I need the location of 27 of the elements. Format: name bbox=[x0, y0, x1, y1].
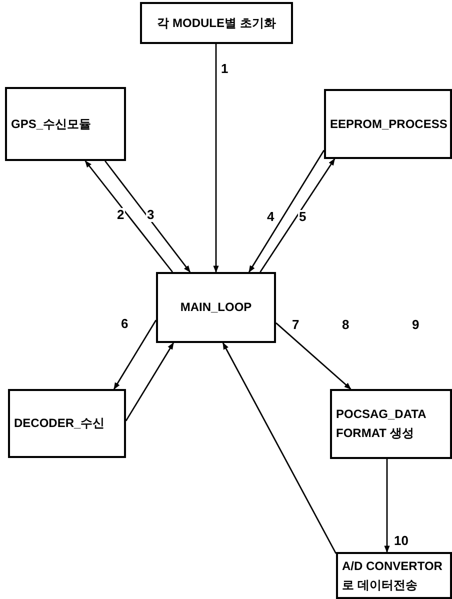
edge-label: 4 bbox=[266, 210, 276, 224]
process-box: DECODER_수신 bbox=[8, 389, 126, 458]
arrow bbox=[222, 342, 337, 554]
arrow bbox=[276, 322, 352, 390]
arrow bbox=[84, 160, 174, 272]
edge-label: 5 bbox=[298, 210, 308, 224]
step-number: 8 bbox=[341, 318, 350, 332]
arrow bbox=[213, 44, 219, 273]
arrow bbox=[248, 150, 325, 273]
process-box: GPS_수신모듈 bbox=[5, 87, 126, 161]
arrow bbox=[384, 459, 390, 553]
edge-label: 3 bbox=[146, 208, 156, 222]
edge-label: 10 bbox=[393, 534, 410, 548]
process-box: A/D CONVERTOR로 데이터전송 bbox=[336, 552, 452, 599]
arrow bbox=[104, 160, 191, 273]
arrow bbox=[125, 342, 174, 422]
edge-label: 6 bbox=[120, 317, 130, 331]
edge-label: 2 bbox=[116, 208, 126, 222]
arrow bbox=[113, 320, 157, 390]
process-box: POCSAG_DATA FORMAT 생성 bbox=[330, 389, 452, 459]
edge-label: 1 bbox=[220, 62, 230, 76]
arrow bbox=[260, 158, 336, 272]
step-number: 9 bbox=[411, 318, 420, 332]
process-box: MAIN_LOOP bbox=[156, 272, 276, 343]
edge-label: 7 bbox=[291, 318, 300, 332]
process-box: 각 MODULE별 초기화 bbox=[140, 2, 293, 44]
process-box: EEPROM_PROCESS bbox=[324, 89, 452, 159]
